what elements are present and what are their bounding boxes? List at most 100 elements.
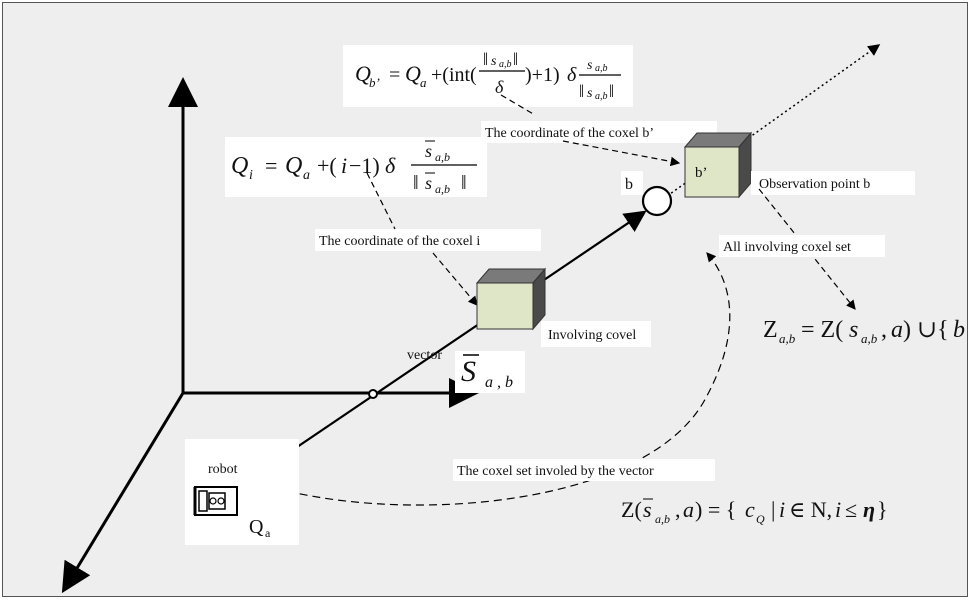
dotted-extension — [662, 44, 881, 200]
intersection-marker — [368, 389, 378, 399]
svg-text:a,b: a,b — [655, 512, 670, 526]
coxel-set-label: The coxel set involed by the vector — [457, 464, 654, 479]
svg-text:a,b: a,b — [779, 331, 796, 346]
svg-text:a: a — [303, 168, 310, 183]
svg-text:a: a — [891, 317, 903, 343]
involving-covel-box — [541, 321, 651, 347]
label-b-prime: b’ — [695, 165, 708, 181]
svg-text:)+1): )+1) — [525, 64, 560, 86]
dashed-arrow-qi — [366, 172, 477, 305]
coord-i-label: The coordinate of the coxel i — [319, 234, 480, 249]
svg-text:s: s — [587, 58, 593, 73]
eq-qb-lhs: Q — [355, 61, 371, 86]
svg-text:−1): −1) — [349, 153, 380, 178]
dashed-arrow-qb — [500, 94, 679, 163]
svg-text:s: s — [849, 317, 858, 343]
s-vector-box — [455, 351, 525, 393]
svg-text:) = {: ) = { — [695, 497, 736, 522]
svg-text:‖: ‖ — [513, 49, 518, 69]
svg-text:s: s — [643, 497, 652, 522]
equation-qi-box — [225, 137, 487, 197]
svg-text:Q: Q — [285, 153, 302, 179]
svg-text:a: a — [420, 75, 427, 90]
svg-text:δ: δ — [495, 77, 504, 97]
svg-text:+(int(: +(int( — [431, 64, 477, 86]
eq-qi-lhs: Q — [231, 153, 248, 179]
observation-circle-b — [641, 185, 673, 217]
vector-label: vector — [407, 348, 442, 363]
observation-point-label: Observation point b — [759, 177, 870, 192]
all-involving-box — [719, 235, 885, 257]
svg-text:,: , — [675, 497, 681, 522]
svg-text:Z: Z — [763, 317, 778, 343]
svg-text:a,b: a,b — [595, 91, 608, 102]
svg-text:‖: ‖ — [609, 81, 614, 101]
svg-text:b: b — [953, 317, 965, 343]
all-involving-label: All involving coxel set — [723, 240, 851, 255]
s-vector-sub: a , b — [485, 374, 513, 391]
eq-qb-lhs-sub: b’ — [369, 75, 380, 90]
svg-text:Q: Q — [756, 512, 765, 526]
svg-text:∈ N,: ∈ N, — [789, 497, 832, 522]
coord-bprime-box — [481, 121, 717, 143]
qa-label: Q — [249, 516, 264, 538]
svg-text:=: = — [389, 64, 400, 86]
svg-text:η: η — [863, 497, 875, 522]
vector-line — [234, 210, 647, 490]
label-b: b — [625, 176, 633, 193]
svg-text:Z(: Z( — [621, 497, 642, 522]
svg-text:a,b: a,b — [861, 331, 878, 346]
svg-text:a: a — [683, 497, 694, 522]
coxel-set-box — [453, 459, 715, 481]
svg-text:c: c — [745, 497, 755, 522]
involving-coxel-cube — [475, 267, 547, 331]
svg-text:δ: δ — [385, 153, 396, 178]
eq-qi-lhs-sub: i — [249, 168, 253, 183]
svg-text:s: s — [425, 141, 432, 161]
dashed-arrow-z — [758, 188, 856, 310]
svg-text:‖: ‖ — [483, 49, 488, 69]
robot-label: robot — [208, 462, 238, 477]
svg-text:a,b: a,b — [595, 63, 608, 74]
svg-text:,: , — [881, 317, 887, 343]
svg-text:i: i — [341, 153, 347, 178]
equation-z-set: Z( s a,b , a ) = { c Q | i ∈ N, i ≤ η } — [621, 497, 888, 526]
equation-qb: Q b’ = Q a +(int( ‖ s a,b ‖ δ )+1) δ s a… — [355, 49, 621, 102]
svg-text:a,b: a,b — [435, 150, 450, 164]
robot-icon — [193, 486, 238, 516]
involving-covel-label: Involving covel — [548, 328, 636, 343]
coord-i-box — [315, 229, 541, 251]
observation-point-box — [751, 171, 915, 195]
svg-text:‖: ‖ — [413, 172, 419, 194]
coord-bprime-label: The coordinate of the coxel b’ — [485, 126, 654, 141]
svg-text:i: i — [835, 497, 841, 522]
y-axis — [61, 392, 185, 594]
svg-text:i: i — [779, 497, 785, 522]
qa-sub: a — [265, 526, 271, 540]
svg-text:‖: ‖ — [579, 81, 584, 101]
coxel-bprime-cube — [683, 131, 753, 199]
svg-text:Q: Q — [405, 61, 421, 86]
label-b-box — [621, 171, 643, 195]
svg-text:}: } — [877, 497, 888, 522]
svg-text:a,b: a,b — [499, 59, 512, 70]
svg-text:s: s — [491, 54, 497, 69]
svg-text:=: = — [265, 153, 277, 178]
svg-text:s: s — [587, 86, 593, 101]
equation-qb-box — [343, 45, 633, 107]
svg-text:≤: ≤ — [845, 497, 857, 522]
s-vector-symbol: S — [461, 355, 476, 388]
equation-zab: Z a,b = Z( s a,b , a ) ∪{ b — [763, 317, 965, 346]
dashed-curve-coxel-set — [286, 252, 731, 506]
svg-text:s: s — [425, 173, 432, 193]
equation-qi: Q i = Q a +( i −1) δ s a,b ‖ s a,b ‖ — [231, 140, 477, 196]
svg-text:δ: δ — [567, 64, 577, 86]
svg-text:) ∪{: ) ∪{ — [903, 317, 949, 343]
diagram-canvas: Q b’ = Q a +(int( ‖ s a,b ‖ δ )+1) δ s a… — [61, 44, 965, 594]
svg-text:|: | — [771, 497, 775, 522]
svg-text:= Z(: = Z( — [801, 317, 843, 343]
svg-text:‖: ‖ — [461, 172, 467, 194]
svg-text:a,b: a,b — [435, 182, 450, 196]
svg-text:+(: +( — [317, 153, 337, 178]
